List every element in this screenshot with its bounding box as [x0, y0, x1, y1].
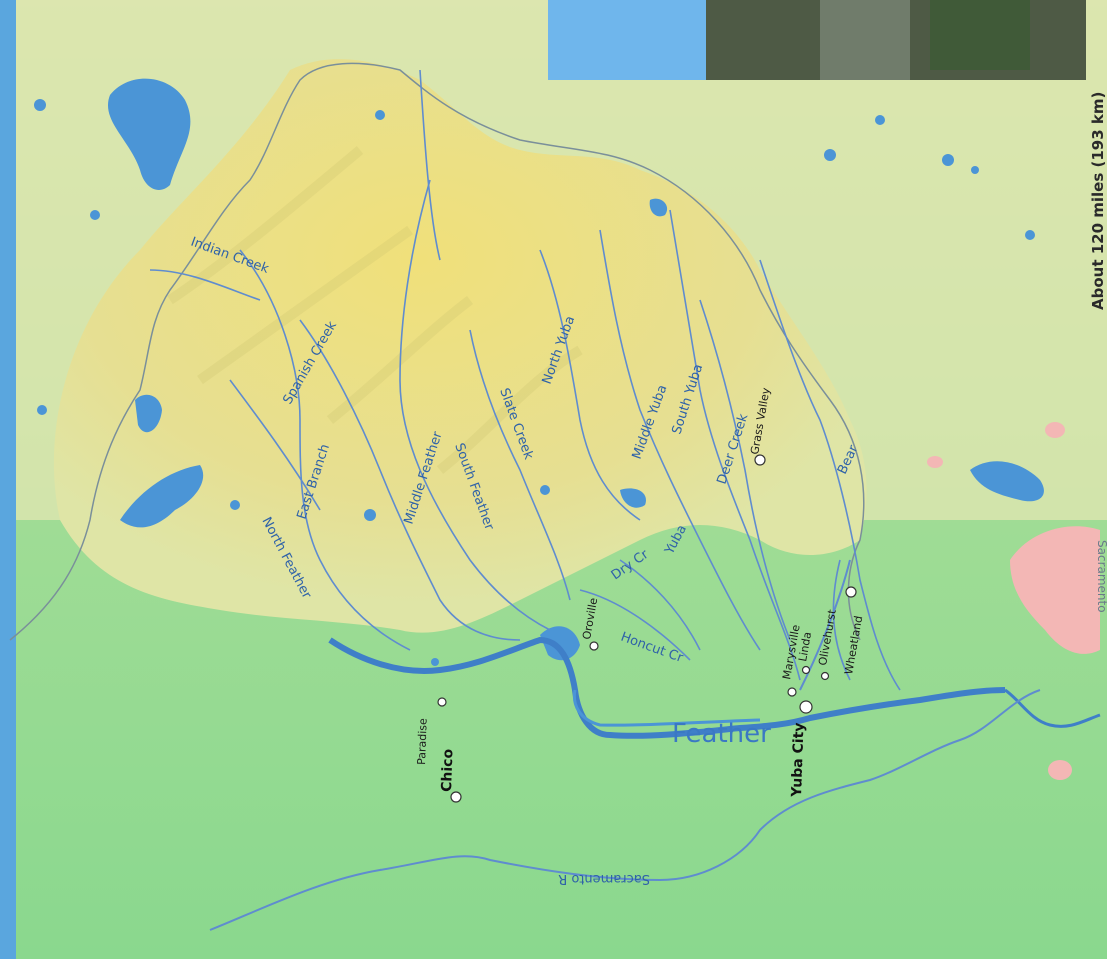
urban-patch [1045, 422, 1065, 438]
lake [107, 78, 191, 190]
small-lake [37, 405, 47, 415]
label-sacramento: Sacramento [1095, 540, 1107, 613]
small-lake [942, 154, 954, 166]
lake [120, 465, 204, 528]
lake [970, 461, 1044, 502]
feather-river [328, 636, 1006, 739]
label-feather: Feather [672, 719, 771, 749]
urban-patch [927, 456, 943, 468]
sacramento-urban-area [1010, 526, 1100, 654]
small-lake [375, 110, 385, 120]
forest-photo-detail [820, 0, 910, 80]
town-linda: Linda [796, 631, 814, 663]
outlet-creek [799, 559, 851, 691]
feather-river-channel [572, 689, 761, 727]
lake [620, 488, 646, 508]
town-paradise: Paradise [415, 718, 430, 765]
small-lake [230, 500, 240, 510]
scale-label: About 120 miles (193 km) [1089, 92, 1107, 310]
small-lake [431, 658, 439, 666]
urban-patch [1048, 760, 1072, 780]
small-lake [540, 485, 550, 495]
forest-photo-trees [930, 0, 1030, 70]
small-lake [90, 210, 100, 220]
small-lake [34, 99, 46, 111]
town-yuba-city: Yuba City [789, 722, 808, 798]
small-lake [1025, 230, 1035, 240]
left-water-edge [0, 0, 16, 959]
tributaries [149, 69, 901, 691]
small-lake [971, 166, 979, 174]
sacramento-river [209, 689, 1041, 931]
small-lake [364, 509, 376, 521]
lake-oroville [540, 626, 580, 661]
ridge-shading [167, 146, 583, 474]
sky-inset [548, 0, 708, 80]
lake [135, 394, 162, 433]
watershed-boundary [9, 62, 865, 641]
town-markers [437, 454, 857, 803]
town-chico: Chico [439, 748, 457, 792]
small-lake [875, 115, 885, 125]
label-sacramento-river: Sacramento R [558, 871, 650, 886]
lake [649, 198, 668, 217]
small-lake [824, 149, 836, 161]
